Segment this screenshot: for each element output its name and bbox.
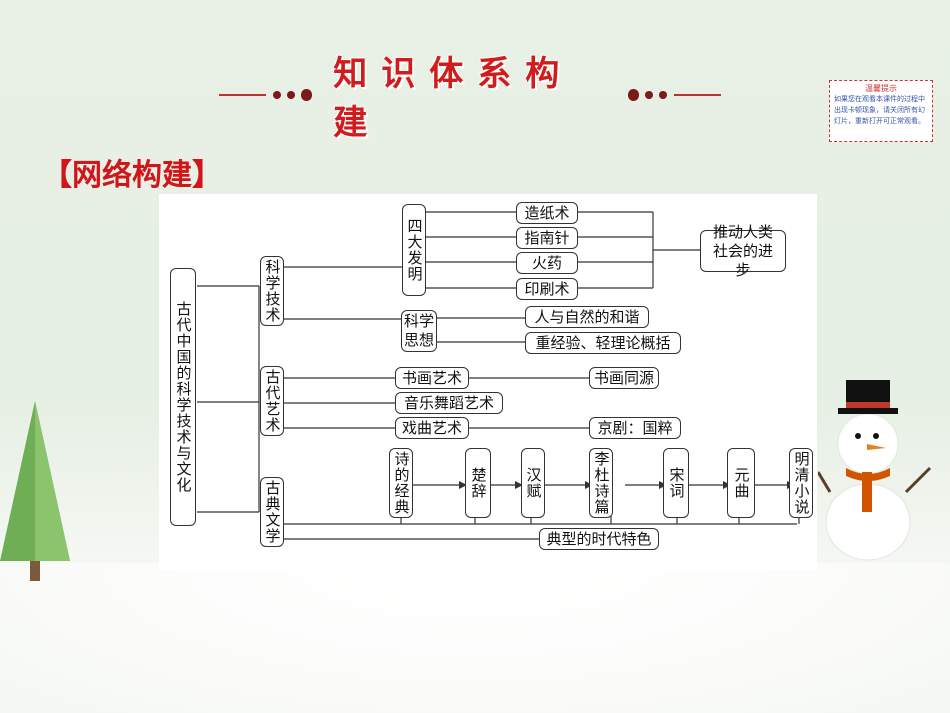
node-compass: 指南针 bbox=[516, 227, 578, 249]
node-mingqing: 明清小说 bbox=[789, 448, 813, 518]
node-chuci: 楚辞 bbox=[465, 448, 491, 518]
diagram-root: 古代中国的科学技术与文化 bbox=[170, 268, 196, 526]
snow-ground bbox=[0, 563, 950, 713]
tip-body: 如果您在观看本课件的过程中出现卡顿现象，请关闭所有幻灯片，重新打开可正常观看。 bbox=[834, 95, 925, 125]
section-heading: 【网络构建】 bbox=[42, 158, 222, 193]
node-era: 典型的时代特色 bbox=[539, 528, 659, 550]
snowman-decoration bbox=[818, 380, 932, 561]
tip-box: 温馨提示 如果您在观看本课件的过程中出现卡顿现象，请关闭所有幻灯片，重新打开可正… bbox=[829, 80, 933, 142]
tree-decoration bbox=[0, 401, 70, 581]
node-progress: 推动人类社会的进步 bbox=[700, 223, 786, 279]
page-header: 知识体系构建 bbox=[215, 54, 725, 143]
node-shijing: 诗的经典 bbox=[389, 448, 413, 518]
node-papermaking: 造纸术 bbox=[516, 202, 578, 224]
node-hanfu: 汉赋 bbox=[521, 448, 545, 518]
tip-title: 温馨提示 bbox=[865, 84, 897, 93]
node-science: 科学技术 bbox=[260, 256, 284, 326]
node-same-origin: 书画同源 bbox=[589, 367, 659, 389]
node-opera: 戏曲艺术 bbox=[395, 417, 469, 439]
node-sci-thought: 科学思想 bbox=[401, 310, 437, 352]
node-peking-opera: 京剧：国粹 bbox=[589, 417, 681, 439]
node-printing: 印刷术 bbox=[516, 278, 578, 300]
node-lidu: 李杜诗篇 bbox=[589, 448, 613, 518]
node-songci: 宋词 bbox=[663, 448, 689, 518]
node-calligraphy: 书画艺术 bbox=[395, 367, 469, 389]
node-yuanqu: 元曲 bbox=[727, 448, 755, 518]
diagram-connectors bbox=[197, 211, 800, 540]
knowledge-diagram: 古代中国的科学技术与文化 科学技术 四大发明 造纸术 指南针 火药 印刷术 推动… bbox=[159, 194, 817, 570]
node-four-inventions: 四大发明 bbox=[402, 204, 426, 296]
node-gunpowder: 火药 bbox=[516, 252, 578, 274]
page-title: 知识体系构建 bbox=[333, 54, 574, 143]
node-literature: 古典文学 bbox=[260, 477, 284, 547]
node-experience: 重经验、轻理论概括 bbox=[525, 332, 681, 354]
node-music: 音乐舞蹈艺术 bbox=[395, 392, 503, 414]
node-harmony: 人与自然的和谐 bbox=[525, 306, 649, 328]
node-art: 古代艺术 bbox=[260, 366, 284, 436]
